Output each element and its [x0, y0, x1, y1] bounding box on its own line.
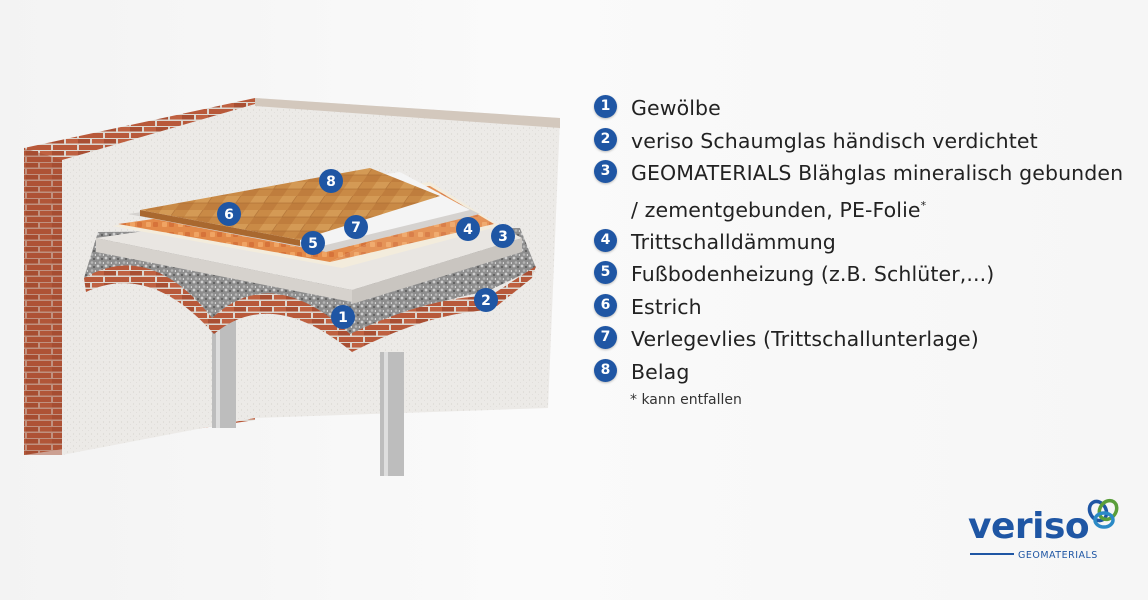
layer-marker-5: 5	[301, 231, 325, 255]
legend-label: GEOMATERIALS Blähglas mineralisch gebund…	[631, 161, 1124, 222]
layer-marker-2: 2	[474, 288, 498, 312]
legend-footnote-mark: *	[920, 198, 927, 212]
svg-text:2: 2	[481, 293, 491, 309]
legend-item-4: 4 Trittschalldämmung	[594, 226, 1134, 259]
legend-label: Estrich	[631, 294, 702, 319]
legend-item-8: 8 Belag	[594, 356, 1134, 389]
layer-marker-1: 1	[331, 305, 355, 329]
logo-emblem-icon	[1087, 498, 1119, 529]
legend-number-badge: 1	[594, 95, 617, 118]
logo-underline	[970, 553, 1014, 555]
legend-number-badge: 7	[594, 326, 617, 350]
legend-label: Trittschalldämmung	[631, 229, 836, 254]
legend-item-5: 5 Fußbodenheizung (z.B. Schlüter,...)	[594, 258, 1134, 291]
floor-construction-illustration: 8 6 7 5 4 3 2 1	[24, 98, 560, 476]
svg-text:8: 8	[326, 174, 336, 190]
legend-number-badge: 2	[594, 127, 617, 151]
layer-marker-8: 8	[319, 169, 343, 193]
layer-marker-6: 6	[217, 202, 241, 226]
legend-item-7: 7 Verlegevlies (Trittschallunterlage)	[594, 323, 1134, 356]
legend-item-1: 1 Gewölbe	[594, 92, 1134, 125]
footnote: * kann entfallen	[630, 392, 742, 408]
legend-label: veriso Schaumglas händisch verdichtet	[631, 128, 1038, 153]
svg-text:7: 7	[351, 220, 361, 236]
legend-item-3: 3 GEOMATERIALS Blähglas mineralisch gebu…	[594, 157, 1134, 226]
svg-text:4: 4	[463, 222, 473, 238]
legend-number-badge: 6	[594, 293, 617, 317]
layer-marker-4: 4	[456, 217, 480, 241]
legend-label: Gewölbe	[631, 96, 721, 120]
legend-number-badge: 5	[594, 261, 617, 285]
svg-text:1: 1	[338, 310, 348, 326]
legend-number-badge: 8	[594, 358, 617, 382]
legend-label-with-note: GEOMATERIALS Blähglas mineralisch gebund…	[631, 157, 1134, 226]
layer-marker-7: 7	[344, 215, 368, 239]
logo-wordmark: veriso	[968, 506, 1090, 547]
svg-text:5: 5	[308, 236, 318, 252]
svg-text:3: 3	[498, 229, 508, 245]
legend-label: Verlegevlies (Trittschallunterlage)	[631, 327, 979, 352]
legend-item-2: 2 veriso Schaumglas händisch verdichtet	[594, 125, 1134, 158]
legend-number-badge: 4	[594, 228, 617, 252]
layer-marker-3: 3	[491, 224, 515, 248]
logo-subline: GEOMATERIALS	[1018, 550, 1098, 561]
legend-item-6: 6 Estrich	[594, 291, 1134, 324]
legend-label: Fußbodenheizung (z.B. Schlüter,...)	[631, 262, 995, 287]
legend-label: Belag	[631, 359, 690, 384]
veriso-logo: veriso GEOMATERIALS	[968, 498, 1128, 568]
legend-number-badge: 3	[594, 160, 617, 183]
svg-text:6: 6	[224, 207, 234, 223]
layer-legend: 1 Gewölbe 2 veriso Schaumglas händisch v…	[594, 92, 1134, 388]
